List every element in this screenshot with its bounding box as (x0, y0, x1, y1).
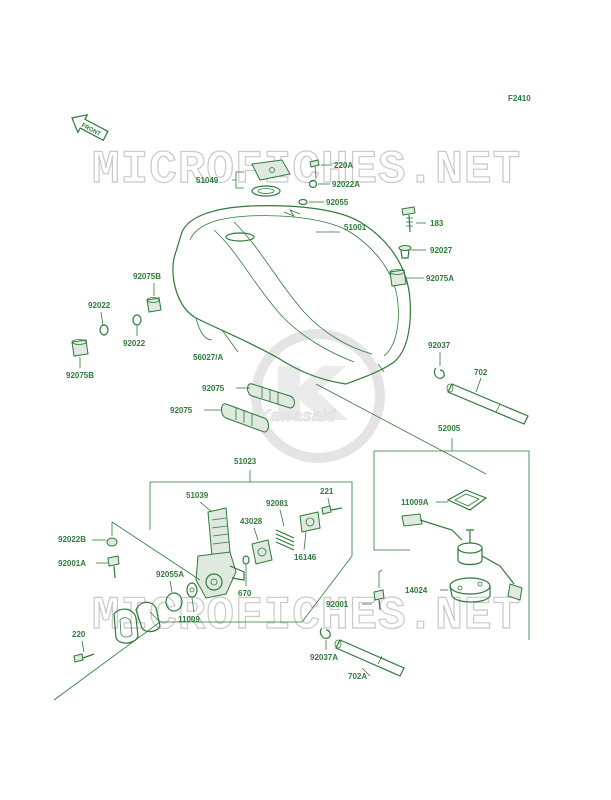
washer-92022A (308, 179, 318, 189)
gasket-11009 (186, 582, 198, 598)
label-11009: 11009 (178, 615, 200, 624)
washer-92022B (106, 537, 118, 547)
label-14024: 14024 (405, 586, 428, 595)
label-92055: 92055 (326, 198, 349, 207)
label-92001: 92001 (326, 600, 349, 609)
screw-221 (321, 505, 343, 515)
bolt-183 (401, 206, 416, 233)
label-92075B-top: 92075B (133, 272, 161, 281)
label-51049: 51049 (196, 176, 219, 185)
watermark-bottom: MICROFICHES.NET (92, 590, 521, 642)
label-702A: 702A (348, 672, 367, 681)
front-arrow-icon: FRONT (71, 113, 109, 142)
label-92055A: 92055A (156, 570, 184, 579)
label-92001A: 92001A (58, 559, 86, 568)
label-92075-a: 92075 (202, 384, 225, 393)
label-92075A: 92075A (426, 274, 454, 283)
label-16146: 16146 (294, 553, 317, 562)
lever-assembly (113, 601, 161, 644)
oring-92055 (298, 198, 308, 206)
fuel-sender-14024 (401, 513, 523, 603)
clip-92037 (433, 367, 445, 379)
clip-92037A (319, 627, 331, 639)
label-92022A: 92022A (332, 180, 360, 189)
fuel-hose-702 (446, 383, 529, 425)
label-220A: 220A (334, 161, 353, 170)
oring-92055A (165, 592, 183, 612)
label-702: 702 (474, 368, 488, 377)
filter-51039 (207, 507, 231, 557)
pad-92075-lower (221, 403, 269, 433)
label-56027A: 56027/A (193, 353, 223, 362)
bracket-52005 (373, 438, 530, 640)
screw-220 (73, 653, 95, 663)
cock-body (195, 551, 245, 599)
cap-plate (251, 159, 291, 197)
grommet-92075B-upper (146, 297, 162, 313)
fuel-tank (172, 205, 411, 385)
label-92027: 92027 (430, 246, 453, 255)
label-11009A: 11009A (401, 498, 429, 507)
logo-text: Kawasaki (258, 406, 337, 425)
label-43028: 43028 (240, 517, 263, 526)
pad-92075-upper (247, 383, 295, 409)
label-92022B: 92022B (58, 535, 86, 544)
washer-92022-right (132, 314, 142, 326)
label-92037: 92037 (428, 341, 451, 350)
washer-92022-left (99, 324, 109, 336)
label-221: 221 (320, 487, 334, 496)
label-92075-b: 92075 (170, 406, 193, 415)
label-92075B-bottom: 92075B (66, 371, 94, 380)
fuel-hose-702A (334, 639, 405, 677)
spring-92081 (275, 529, 295, 551)
bolt-220A (309, 159, 320, 179)
label-183: 183 (430, 219, 444, 228)
grommet-92075B-lower (71, 339, 89, 357)
bolt-92001 (373, 589, 385, 611)
label-220: 220 (72, 630, 86, 639)
figure-code: F2410 (508, 94, 531, 103)
label-92037A: 92037A (310, 653, 338, 662)
label-52005: 52005 (438, 424, 461, 433)
bracket-51023 (149, 470, 353, 623)
cover-43028 (251, 539, 273, 565)
diaphragm-16146 (299, 511, 321, 533)
label-92081: 92081 (266, 499, 289, 508)
label-51001: 51001 (344, 223, 367, 232)
label-670: 670 (238, 589, 252, 598)
oring-670 (242, 555, 250, 565)
label-51039: 51039 (186, 491, 209, 500)
label-51023: 51023 (234, 457, 257, 466)
grommet-92075A (389, 269, 407, 287)
collar-92027 (398, 245, 412, 259)
bolt-92001A (107, 555, 120, 579)
gasket-11009A (446, 489, 488, 511)
label-92022-left: 92022 (88, 301, 111, 310)
watermark-top: MICROFICHES.NET (92, 144, 521, 196)
label-92022-right: 92022 (123, 339, 146, 348)
